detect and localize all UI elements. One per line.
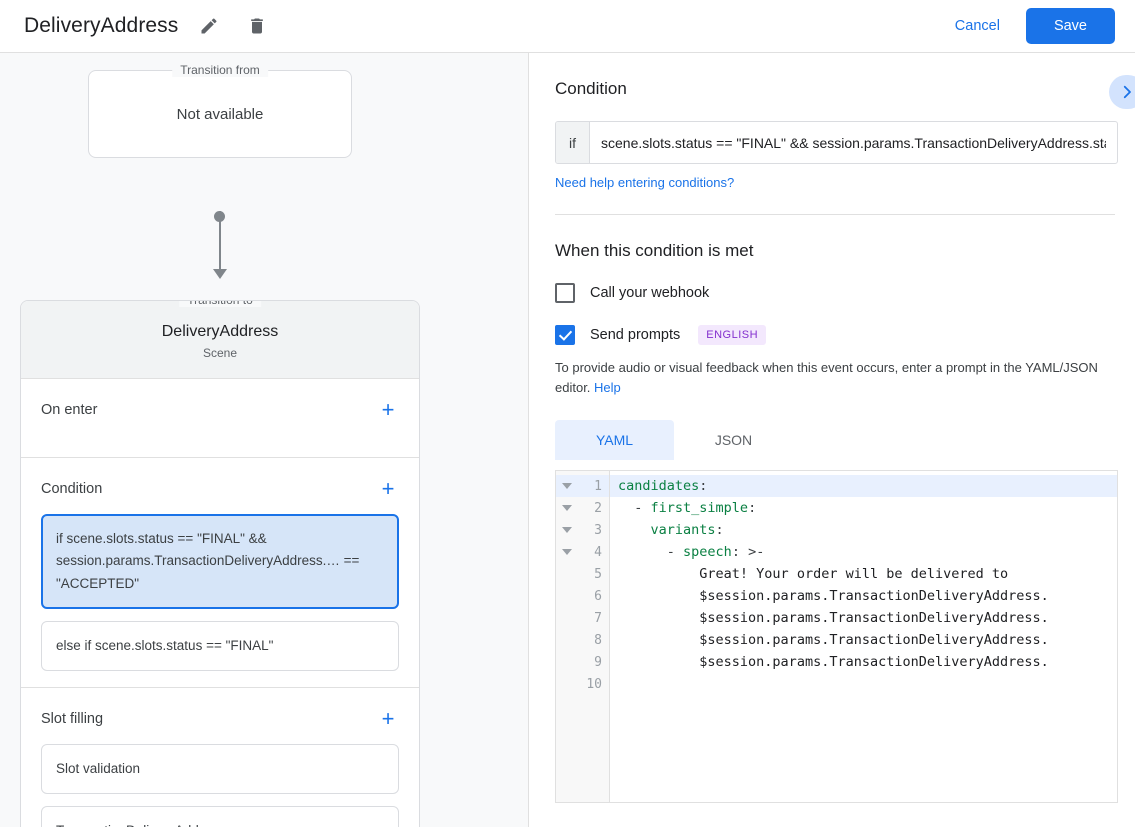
call-your-webhook-label: Call your webhook xyxy=(590,285,710,301)
editor-code-line: variants: xyxy=(650,522,724,539)
scene-card: Transition to DeliveryAddress Scene On e… xyxy=(20,300,420,827)
top-app-bar: DeliveryAddress Cancel Save xyxy=(0,0,1135,53)
editor-line-number: 9 xyxy=(594,654,602,670)
editor-line-number: 8 xyxy=(594,632,602,648)
condition-input-group: if xyxy=(555,121,1118,164)
editor-line-number: 5 xyxy=(594,566,602,582)
add-slot-filling-button[interactable]: + xyxy=(381,706,395,732)
editor-code-line: $session.params.TransactionDeliveryAddre… xyxy=(699,632,1049,649)
when-condition-met-heading: When this condition is met xyxy=(555,241,754,260)
prompts-help-link[interactable]: Help xyxy=(594,380,621,396)
editor-line-number: 6 xyxy=(594,588,602,604)
editor-line-number: 7 xyxy=(594,610,602,626)
scene-type: Scene xyxy=(202,346,238,360)
scene-header: Transition to DeliveryAddress Scene xyxy=(21,300,419,379)
section-title-slot-filling: Slot filling xyxy=(41,711,104,728)
editor-code-line: Great! Your order will be delivered to xyxy=(699,566,1009,583)
condition-list-item[interactable]: if scene.slots.status == "FINAL" && sess… xyxy=(41,514,399,609)
section-on-enter: On enter + xyxy=(21,379,419,458)
cancel-button[interactable]: Cancel xyxy=(939,9,1016,43)
editor-code-line: - speech: >- xyxy=(666,544,765,561)
prompts-helper-sentence: To provide audio or visual feedback when… xyxy=(555,360,1098,396)
editor-code-area[interactable]: candidates: - first_simple: variants: - … xyxy=(610,471,1117,802)
condition-list-item[interactable]: else if scene.slots.status == "FINAL" xyxy=(41,620,399,672)
transition-from-box: Transition from Not available xyxy=(88,63,352,158)
slot-filling-list-item[interactable]: Slot validation xyxy=(41,744,399,795)
editor-line-number: 3 xyxy=(556,519,609,541)
language-badge: ENGLISH xyxy=(698,325,767,345)
scene-name: DeliveryAddress xyxy=(161,323,279,340)
code-fold-arrow-icon[interactable] xyxy=(562,505,572,512)
condition-help-link[interactable]: Need help entering conditions? xyxy=(555,175,735,190)
slot-filling-list-item[interactable]: TransactionDeliveryAddress xyxy=(41,806,399,827)
editor-format-tabs: YAML JSON xyxy=(555,420,1115,461)
editor-code-line: $session.params.TransactionDeliveryAddre… xyxy=(699,610,1049,627)
call-your-webhook-checkbox[interactable] xyxy=(555,283,575,303)
editor-line-number: 1 xyxy=(556,475,609,498)
condition-editor-section: Condition if Need help entering conditio… xyxy=(529,53,1135,215)
editor-code-line: $session.params.TransactionDeliveryAddre… xyxy=(699,588,1049,605)
section-title-on-enter: On enter xyxy=(41,402,98,418)
send-prompts-row: Send prompts ENGLISH xyxy=(555,325,1115,345)
editor-code-line xyxy=(610,673,1117,695)
section-slot-filling: Slot filling + Slot validation Transacti… xyxy=(21,688,419,827)
detail-pane: Condition if Need help entering conditio… xyxy=(529,53,1135,827)
section-head-on-enter: On enter + xyxy=(21,379,419,441)
chevron-right-icon[interactable] xyxy=(1109,75,1135,109)
if-prefix-label: if xyxy=(556,122,590,163)
editor-line-number: 2 xyxy=(556,497,609,519)
page-title: DeliveryAddress xyxy=(24,14,179,37)
connector-arrow-icon xyxy=(213,269,227,279)
tab-yaml[interactable]: YAML xyxy=(555,420,674,461)
main-body: Transition from Not available Transition… xyxy=(0,53,1135,827)
send-prompts-label: Send prompts xyxy=(590,327,681,343)
code-fold-arrow-icon[interactable] xyxy=(562,483,572,490)
editor-line-number: 4 xyxy=(556,541,609,563)
topbar-actions: Cancel Save xyxy=(939,8,1115,44)
tab-json[interactable]: JSON xyxy=(714,432,753,449)
transition-graph-pane: Transition from Not available Transition… xyxy=(0,53,529,827)
prompts-helper-text: To provide audio or visual feedback when… xyxy=(555,358,1115,398)
transition-from-legend: Transition from xyxy=(172,63,268,77)
pencil-icon[interactable] xyxy=(192,9,226,43)
editor-code-line: - first_simple: xyxy=(634,500,757,517)
section-condition: Condition + if scene.slots.status == "FI… xyxy=(21,458,419,689)
connector-line xyxy=(219,211,221,275)
when-condition-met-section: When this condition is met Call your web… xyxy=(529,215,1135,804)
section-divider xyxy=(555,214,1115,215)
code-fold-arrow-icon[interactable] xyxy=(562,549,572,556)
section-head-condition: Condition + xyxy=(21,458,419,502)
add-condition-button[interactable]: + xyxy=(381,476,395,501)
editor-code-line: $session.params.TransactionDeliveryAddre… xyxy=(699,654,1049,671)
save-button[interactable]: Save xyxy=(1025,8,1115,44)
code-fold-arrow-icon[interactable] xyxy=(562,527,572,534)
editor-line-number: 10 xyxy=(586,676,602,692)
editor-code-line: candidates: xyxy=(610,475,1117,498)
section-title-condition: Condition xyxy=(41,481,103,497)
section-head-slot-filling: Slot filling + xyxy=(21,688,419,732)
send-prompts-checkbox[interactable] xyxy=(555,325,575,345)
transition-from-value: Not available xyxy=(176,105,264,123)
condition-heading: Condition xyxy=(555,79,627,98)
transition-to-legend: Transition to xyxy=(179,300,261,307)
trash-icon[interactable] xyxy=(240,9,274,43)
webhook-row: Call your webhook xyxy=(555,283,1115,303)
add-on-enter-button[interactable]: + xyxy=(381,397,395,422)
condition-input[interactable] xyxy=(590,122,1117,163)
